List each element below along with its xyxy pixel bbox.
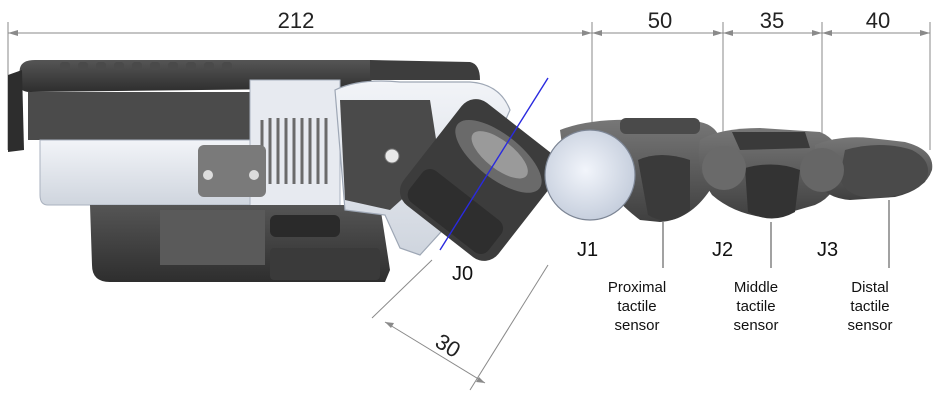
dim-proximal: 50: [648, 8, 672, 33]
distal-phalanx: [800, 137, 933, 200]
sensor-label-proximal: Proximal tactile sensor: [608, 279, 666, 334]
sensor-label-middle: Middle tactile sensor: [733, 279, 778, 334]
sensor-label-distal-line2: tactile: [850, 298, 889, 315]
leader-lines: [662, 200, 890, 268]
joint-label-j1: J1: [577, 239, 598, 261]
sensor-label-middle-line1: Middle: [734, 279, 778, 296]
dim-j0-offset: 30: [431, 329, 465, 363]
joint-label-j0: J0: [452, 263, 473, 285]
dim-middle: 35: [760, 8, 784, 33]
joint-label-j2: J2: [712, 239, 733, 261]
dimension-lines: [7, 22, 931, 150]
sensor-label-distal-line1: Distal: [851, 279, 889, 296]
middle-phalanx: [698, 128, 842, 219]
sensor-label-middle-line3: sensor: [733, 317, 778, 334]
palm-housing: [8, 60, 390, 282]
sensor-label-distal-line3: sensor: [847, 317, 892, 334]
j1-joint-disc: [544, 129, 636, 221]
j0-offset-dimension: [371, 259, 549, 391]
sensor-label-proximal-line1: Proximal: [608, 279, 666, 296]
sensor-label-distal: Distal tactile sensor: [847, 279, 892, 334]
joint-label-j3: J3: [817, 239, 838, 261]
sensor-label-proximal-line2: tactile: [617, 298, 656, 315]
dim-overall: 212: [278, 8, 315, 33]
j0-axis-line: [439, 77, 549, 251]
sensor-label-middle-line2: tactile: [736, 298, 775, 315]
sensor-label-proximal-line3: sensor: [614, 317, 659, 334]
dim-distal: 40: [866, 8, 890, 33]
